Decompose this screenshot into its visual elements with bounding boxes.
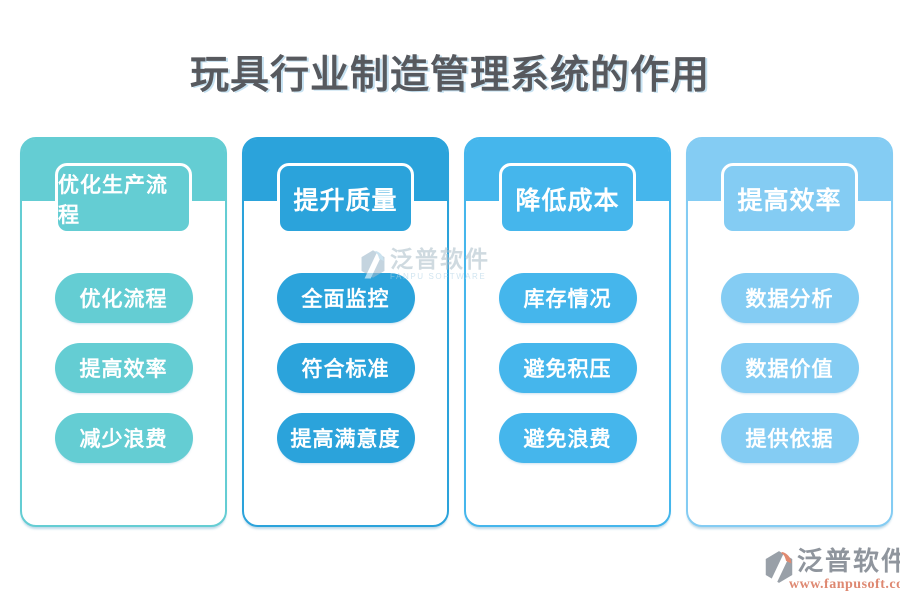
fanpu-logo-icon bbox=[764, 549, 794, 590]
feature-pill: 提供依据 bbox=[720, 413, 859, 463]
column-card-improve-quality: 提升质量 全面监控 符合标准 提高满意度 bbox=[242, 137, 449, 527]
pill-list: 数据分析 数据价值 提供依据 bbox=[688, 273, 891, 463]
footer-url: www.fanpusoft.com bbox=[789, 577, 900, 592]
footer-brand: 泛普软件 bbox=[797, 547, 900, 576]
feature-pill-label: 数据分析 bbox=[745, 287, 834, 311]
pill-list: 全面监控 符合标准 提高满意度 bbox=[244, 273, 447, 463]
feature-pill-label: 优化流程 bbox=[79, 287, 168, 311]
column-header-label: 提高效率 bbox=[737, 187, 842, 215]
column-header-label: 优化生产流程 bbox=[58, 172, 168, 227]
pill-list: 优化流程 提高效率 减少浪费 bbox=[22, 273, 225, 463]
feature-pill: 优化流程 bbox=[54, 273, 193, 323]
feature-pill: 库存情况 bbox=[498, 273, 637, 323]
feature-pill-label: 库存情况 bbox=[523, 287, 612, 311]
column-header-label: 降低成本 bbox=[515, 187, 620, 215]
feature-pill-label: 提高效率 bbox=[79, 357, 168, 381]
feature-pill-label: 减少浪费 bbox=[79, 427, 168, 451]
column-header: 降低成本 bbox=[499, 163, 636, 234]
page-title: 玩具行业制造管理系统的作用 bbox=[189, 54, 710, 97]
column-card-optimize-production: 优化生产流程 优化流程 提高效率 减少浪费 bbox=[20, 137, 227, 527]
feature-pill: 提高效率 bbox=[54, 343, 193, 393]
feature-pill: 数据价值 bbox=[720, 343, 859, 393]
column-header: 提升质量 bbox=[277, 163, 414, 234]
feature-pill-label: 数据价值 bbox=[745, 357, 834, 381]
feature-pill-label: 避免浪费 bbox=[523, 427, 612, 451]
feature-pill: 提高满意度 bbox=[276, 413, 415, 463]
feature-pill-label: 避免积压 bbox=[523, 357, 612, 381]
feature-pill: 减少浪费 bbox=[54, 413, 193, 463]
column-header: 提高效率 bbox=[721, 163, 858, 234]
feature-pill-label: 提供依据 bbox=[745, 427, 834, 451]
feature-pill: 避免积压 bbox=[498, 343, 637, 393]
pill-list: 库存情况 避免积压 避免浪费 bbox=[466, 273, 669, 463]
feature-pill: 避免浪费 bbox=[498, 413, 637, 463]
column-header-label: 提升质量 bbox=[293, 187, 398, 215]
feature-pill-label: 符合标准 bbox=[301, 357, 390, 381]
column-card-reduce-cost: 降低成本 库存情况 避免积压 避免浪费 bbox=[464, 137, 671, 527]
footer-logo: 泛普软件 www.fanpusoft.com bbox=[764, 549, 900, 592]
feature-pill: 全面监控 bbox=[276, 273, 415, 323]
column-card-improve-efficiency: 提高效率 数据分析 数据价值 提供依据 bbox=[686, 137, 893, 527]
feature-pill-label: 提高满意度 bbox=[290, 427, 401, 451]
feature-pill-label: 全面监控 bbox=[301, 287, 390, 311]
feature-pill: 数据分析 bbox=[720, 273, 859, 323]
feature-pill: 符合标准 bbox=[276, 343, 415, 393]
column-header: 优化生产流程 bbox=[55, 163, 192, 234]
